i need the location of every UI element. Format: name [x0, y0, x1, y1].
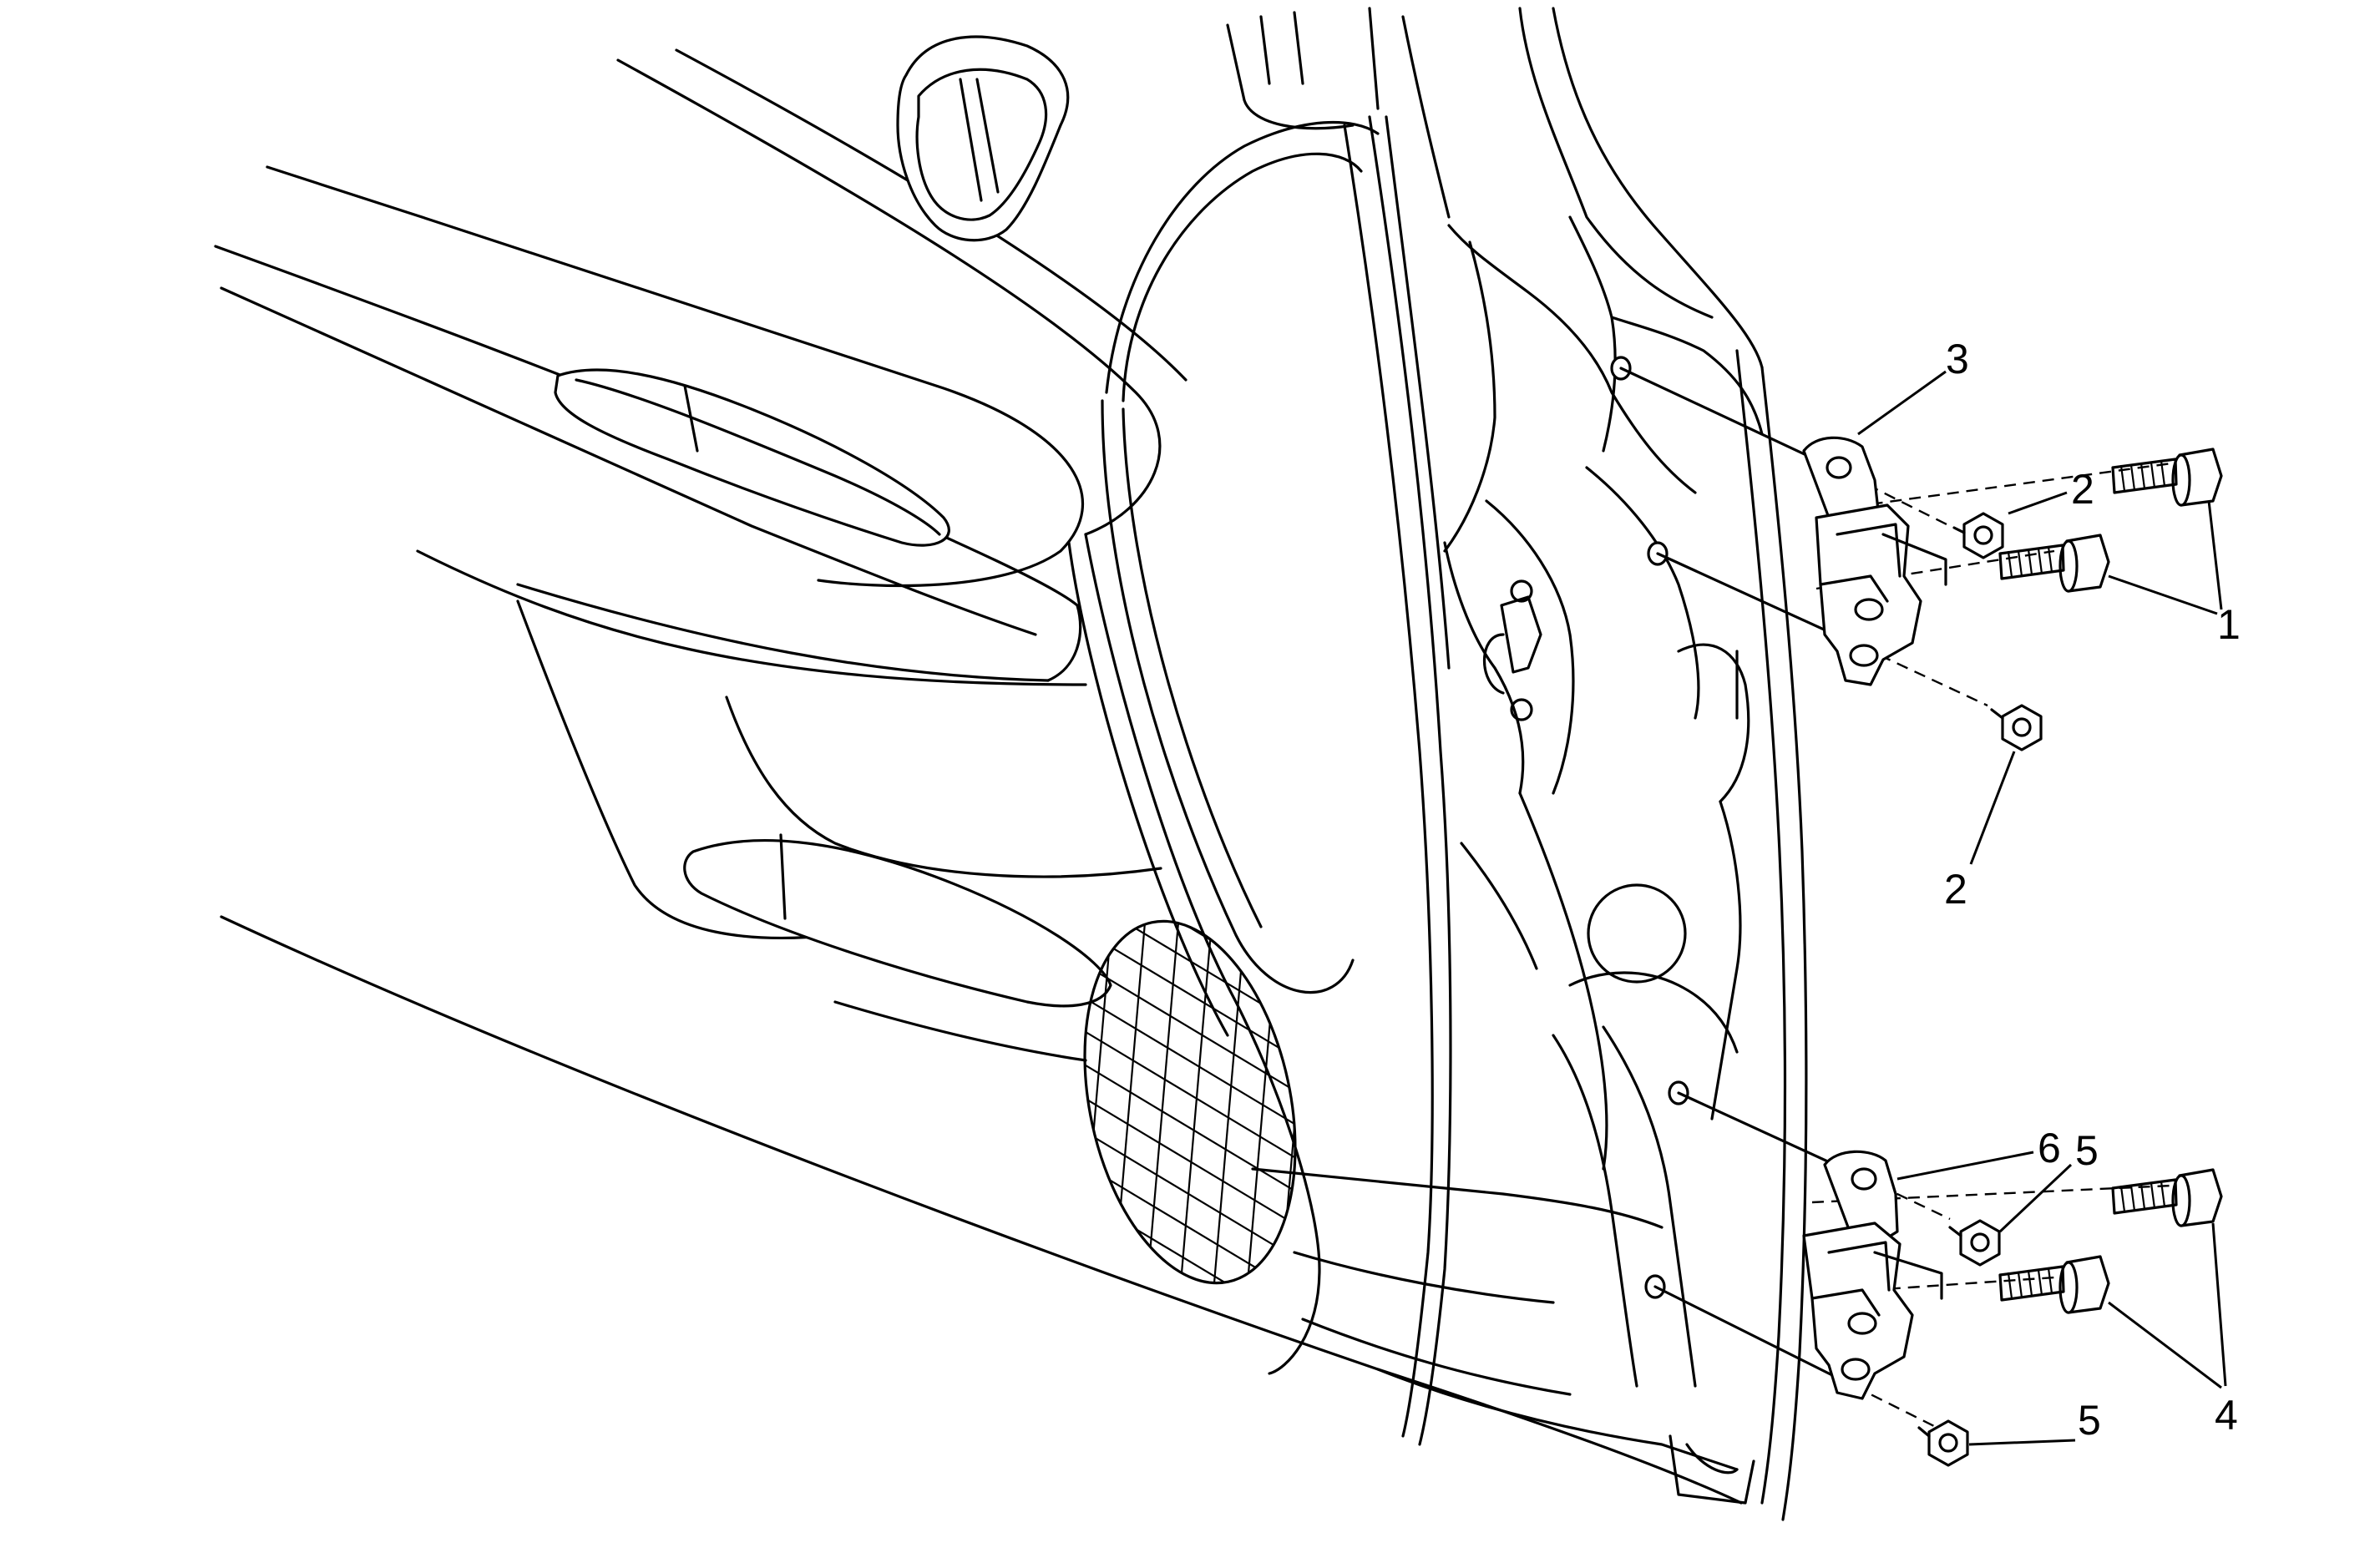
callout-6: 6 [2038, 1125, 2061, 1171]
speaker-grille [1053, 901, 1327, 1303]
lower-door-bolt-2 [1998, 1255, 2110, 1314]
callout-4: 4 [2215, 1392, 2238, 1439]
upper-hinge [1802, 436, 1947, 686]
lower-door-bolt-1 [2111, 1168, 2223, 1227]
upper-body-nut-bottom [1990, 704, 2043, 751]
door-inner-frame [1067, 7, 1808, 1521]
callout-5-bottom: 5 [2078, 1397, 2101, 1444]
leader-lines [1857, 370, 2227, 1446]
callout-1: 1 [2217, 601, 2241, 648]
callout-labels: 3 2 1 2 6 5 4 5 [1944, 336, 2241, 1444]
upper-door-bolt-1 [2111, 448, 2223, 507]
upper-body-nut-top [1952, 512, 2004, 559]
callout-2-bottom: 2 [1944, 866, 1967, 913]
lower-body-nut-bottom [1917, 1419, 1969, 1467]
callout-3: 3 [1946, 336, 1969, 382]
callout-2-top: 2 [2071, 466, 2094, 513]
upper-door-bolt-2 [1998, 534, 2110, 593]
lower-hinge [1802, 1150, 1943, 1400]
door-mounting-holes [1610, 356, 1689, 1299]
lower-body-nut-top [1948, 1219, 2001, 1267]
callout-5-top: 5 [2075, 1127, 2099, 1174]
door-trim-panel [214, 35, 1743, 1505]
